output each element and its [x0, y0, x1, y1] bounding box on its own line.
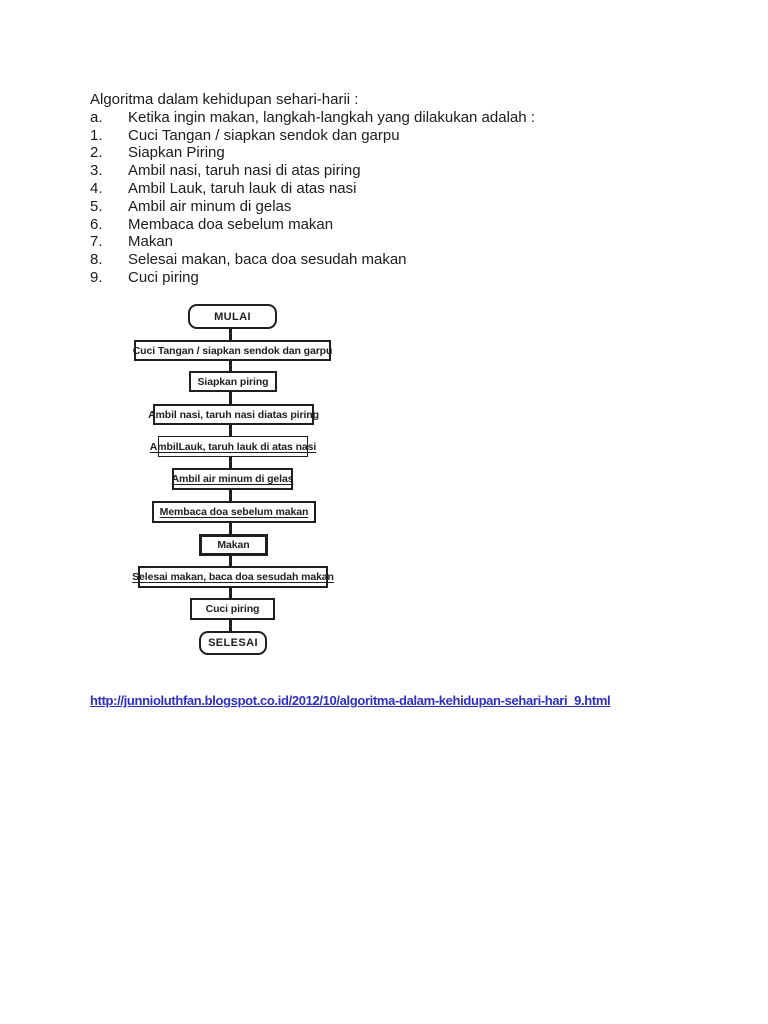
list-item: 1. Cuci Tangan / siapkan sendok dan garp…	[90, 127, 535, 145]
flowchart-node-ambil-air-minum: Ambil air minum di gelas	[171, 468, 294, 490]
flowchart-node-cuci-tangan: Cuci Tangan / siapkan sendok dan garpu	[132, 340, 333, 361]
list-item-text: Ketika ingin makan, langkah-langkah yang…	[128, 108, 535, 126]
list-item-text: Ambil nasi, taruh nasi di atas piring	[128, 162, 361, 180]
list-item-marker: 5.	[90, 197, 103, 215]
list-item-text: Ambil air minum di gelas	[128, 197, 292, 215]
source-link[interactable]: http://junnioluthfan.blogspot.co.id/2012…	[90, 693, 611, 708]
flowchart-node-ambil-nasi: Ambil nasi, taruh nasi diatas piring	[148, 404, 319, 425]
list-item-marker: 1.	[90, 126, 103, 144]
flowchart-node-label: MULAI	[214, 310, 251, 323]
list-item-text: Ambil Lauk, taruh lauk di atas nasi	[128, 179, 357, 197]
list-item: 8. Selesai makan, baca doa sesudah makan	[90, 251, 535, 269]
page-title: Algoritma dalam kehidupan sehari-harii :	[90, 91, 359, 108]
list-item-text: Siapkan Piring	[128, 144, 225, 162]
flowchart-node-selesai-makan: Selesai makan, baca doa sesudah makan	[132, 566, 334, 588]
list-item-marker: 7.	[90, 233, 103, 251]
flowchart-node-label: AmbilLauk, taruh lauk di atas nasi	[149, 440, 317, 453]
flowchart-node-label: Ambil nasi, taruh nasi diatas piring	[148, 408, 319, 421]
list-item-marker: 2.	[90, 144, 103, 162]
flowchart-node-label: Ambil air minum di gelas	[171, 473, 294, 485]
list-item-text: Makan	[128, 233, 174, 251]
list-item: 6. Membaca doa sebelum makan	[90, 216, 535, 234]
list-item: 5. Ambil air minum di gelas	[90, 198, 535, 216]
list-item-marker: 6.	[90, 215, 103, 233]
flowchart-node-label: SELESAI	[208, 637, 258, 649]
flowchart-node-cuci-piring: Cuci piring	[190, 598, 275, 620]
flowchart-node-label: Membaca doa sebelum makan	[159, 506, 309, 518]
flowchart: MULAI Cuci Tangan / siapkan sendok dan g…	[132, 304, 334, 655]
list-item-marker: 8.	[90, 251, 103, 269]
list-item: 7. Makan	[90, 233, 535, 251]
list-item: 9. Cuci piring	[90, 269, 535, 287]
list-item: a. Ketika ingin makan, langkah-langkah y…	[90, 109, 535, 127]
flowchart-node-label: Cuci piring	[205, 603, 260, 615]
list-item-text: Cuci Tangan / siapkan sendok dan garpu	[128, 126, 400, 144]
flowchart-node-label: Siapkan piring	[197, 375, 269, 388]
flowchart-node-siapkan-piring: Siapkan piring	[189, 371, 277, 392]
list-item-text: Membaca doa sebelum makan	[128, 215, 334, 233]
flowchart-node-makan: Makan	[199, 534, 268, 556]
list-item: 4. Ambil Lauk, taruh lauk di atas nasi	[90, 180, 535, 198]
flowchart-node-label: Makan	[217, 539, 250, 551]
flowchart-node-label: Cuci Tangan / siapkan sendok dan garpu	[132, 344, 333, 357]
list-item: 3. Ambil nasi, taruh nasi di atas piring	[90, 162, 535, 180]
list-item: 2. Siapkan Piring	[90, 144, 535, 162]
list-item-marker: 4.	[90, 179, 103, 197]
list-item-text: Selesai makan, baca doa sesudah makan	[128, 251, 407, 269]
list-item-text: Cuci piring	[128, 268, 199, 286]
list-item-marker: 9.	[90, 268, 103, 286]
flowchart-node-mulai: MULAI	[188, 304, 277, 329]
flowchart-node-label: Selesai makan, baca doa sesudah makan	[132, 571, 334, 583]
flowchart-node-ambil-lauk: AmbilLauk, taruh lauk di atas nasi	[150, 436, 316, 457]
list-item-marker: a.	[90, 108, 103, 126]
list-item-marker: 3.	[90, 162, 103, 180]
flowchart-node-selesai: SELESAI	[199, 631, 267, 655]
algorithm-text-block: Algoritma dalam kehidupan sehari-harii :…	[90, 91, 535, 287]
flowchart-node-membaca-doa: Membaca doa sebelum makan	[152, 501, 316, 523]
